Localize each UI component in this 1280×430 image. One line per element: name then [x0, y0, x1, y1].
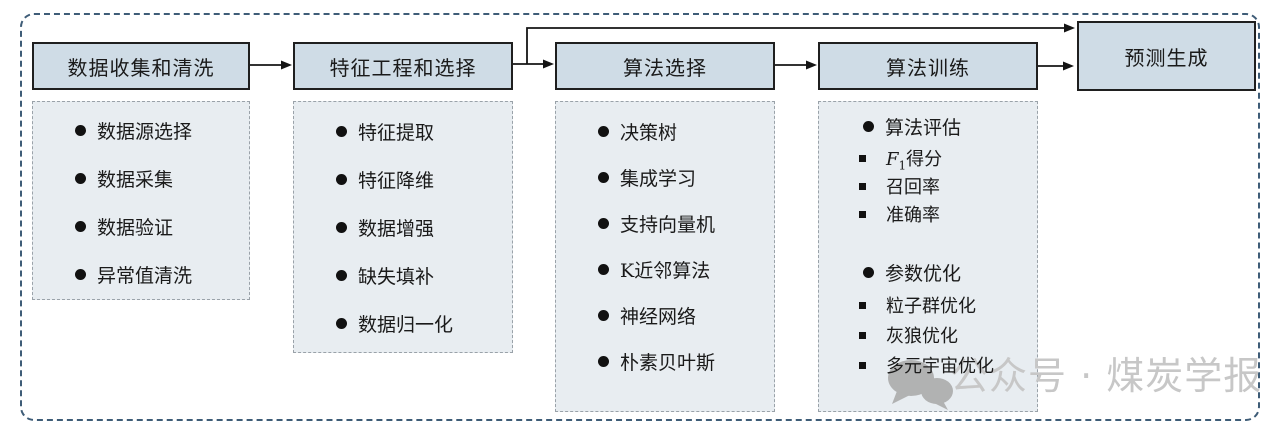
- bullet-icon: [75, 124, 86, 136]
- list-item: 数据增强: [294, 203, 512, 251]
- stage-title: 数据收集和清洗: [67, 55, 215, 80]
- list-item-label: 灰狼优化: [886, 326, 958, 347]
- stage-box-feature-engineering: 特征工程和选择: [293, 42, 513, 90]
- list-item-label: 数据归一化: [358, 313, 454, 336]
- stage-box-data-collection: 数据收集和清洗: [32, 42, 250, 90]
- list-item-label: 异常值清洗: [97, 264, 193, 287]
- list-panel-algorithm-training: 算法评估 F1得分 召回率 准确率 参数优化 粒子群优化 灰狼优化 多元宇宙优化: [818, 101, 1038, 412]
- stage-box-prediction: 预测生成: [1077, 21, 1256, 91]
- square-bullet-icon: [859, 210, 866, 218]
- list-item-label: 朴素贝叶斯: [620, 351, 716, 374]
- square-bullet-icon: [859, 331, 866, 339]
- list-item: 特征提取: [294, 107, 512, 155]
- bullet-icon: [863, 120, 874, 132]
- list-item: 粒子群优化: [819, 290, 1037, 320]
- list-item: 异常值清洗: [33, 250, 249, 298]
- square-bullet-icon: [859, 182, 866, 190]
- list-item-label: 粒子群优化: [886, 296, 976, 317]
- list-item-label: 缺失填补: [358, 265, 435, 288]
- list-item-label: 数据增强: [358, 217, 435, 240]
- bullet-icon: [336, 269, 347, 281]
- list-item-label: 数据验证: [97, 216, 174, 239]
- list-item: 数据采集: [33, 154, 249, 202]
- list-item: 缺失填补: [294, 251, 512, 299]
- list-item-label: 特征降维: [358, 169, 435, 192]
- list-item: 数据归一化: [294, 299, 512, 347]
- list-item: 数据验证: [33, 202, 249, 250]
- list-item: 朴素贝叶斯: [556, 338, 774, 384]
- list-item: 集成学习: [556, 154, 774, 200]
- stage-box-algorithm-training: 算法训练: [818, 42, 1038, 90]
- list-item-label: 特征提取: [358, 121, 435, 144]
- list-item-label: F1得分: [886, 149, 943, 173]
- list-item: K近邻算法: [556, 246, 774, 292]
- list-item: 支持向量机: [556, 200, 774, 246]
- list-item: 准确率: [819, 200, 1037, 228]
- bullet-icon: [336, 317, 347, 329]
- list-item: 算法评估: [819, 108, 1037, 144]
- list-item: 参数优化: [819, 254, 1037, 290]
- list-item-label: 数据源选择: [97, 120, 193, 143]
- list-item-label: 神经网络: [620, 305, 697, 328]
- list-item-label: 准确率: [886, 205, 940, 226]
- list-item-label: 集成学习: [620, 167, 697, 190]
- bullet-icon: [75, 220, 86, 232]
- list-item: 特征降维: [294, 155, 512, 203]
- list-item: 召回率: [819, 172, 1037, 200]
- list-item-label: 决策树: [620, 121, 678, 144]
- bullet-icon: [336, 173, 347, 185]
- list-item-label: 召回率: [886, 177, 940, 198]
- diagram-outer-frame: [20, 13, 1260, 421]
- stage-title: 算法训练: [886, 55, 970, 80]
- bullet-icon: [598, 171, 609, 183]
- bullet-icon: [598, 263, 609, 275]
- bullet-icon: [336, 125, 347, 137]
- bullet-icon: [336, 221, 347, 233]
- stage-title: 算法选择: [623, 55, 707, 80]
- bullet-icon: [598, 355, 609, 367]
- list-item-label: 数据采集: [97, 168, 174, 191]
- stage-title: 预测生成: [1124, 45, 1209, 70]
- list-item-label: 多元宇宙优化: [886, 356, 994, 377]
- stage-box-algorithm-selection: 算法选择: [555, 42, 775, 90]
- list-item-label: 支持向量机: [620, 213, 716, 236]
- bullet-icon: [598, 217, 609, 229]
- list-panel-feature-engineering: 特征提取 特征降维 数据增强 缺失填补 数据归一化: [293, 101, 513, 353]
- bullet-icon: [75, 172, 86, 184]
- list-item: 决策树: [556, 108, 774, 154]
- bullet-icon: [75, 268, 86, 280]
- bullet-icon: [598, 309, 609, 321]
- list-item: F1得分: [819, 144, 1037, 172]
- list-item: 数据源选择: [33, 106, 249, 154]
- bullet-icon: [598, 125, 609, 137]
- square-bullet-icon: [859, 361, 866, 369]
- stage-title: 特征工程和选择: [329, 55, 477, 80]
- list-item-label: 算法评估: [885, 116, 962, 139]
- list-panel-algorithm-selection: 决策树 集成学习 支持向量机 K近邻算法 神经网络 朴素贝叶斯: [555, 101, 775, 412]
- list-item-label: K近邻算法: [620, 259, 711, 282]
- list-item: 神经网络: [556, 292, 774, 338]
- list-item: 多元宇宙优化: [819, 350, 1037, 380]
- list-item-label: 参数优化: [885, 262, 962, 285]
- square-bullet-icon: [859, 154, 866, 162]
- square-bullet-icon: [859, 301, 866, 309]
- list-item: 灰狼优化: [819, 320, 1037, 350]
- list-panel-data-collection: 数据源选择 数据采集 数据验证 异常值清洗: [32, 101, 250, 300]
- bullet-icon: [863, 266, 874, 278]
